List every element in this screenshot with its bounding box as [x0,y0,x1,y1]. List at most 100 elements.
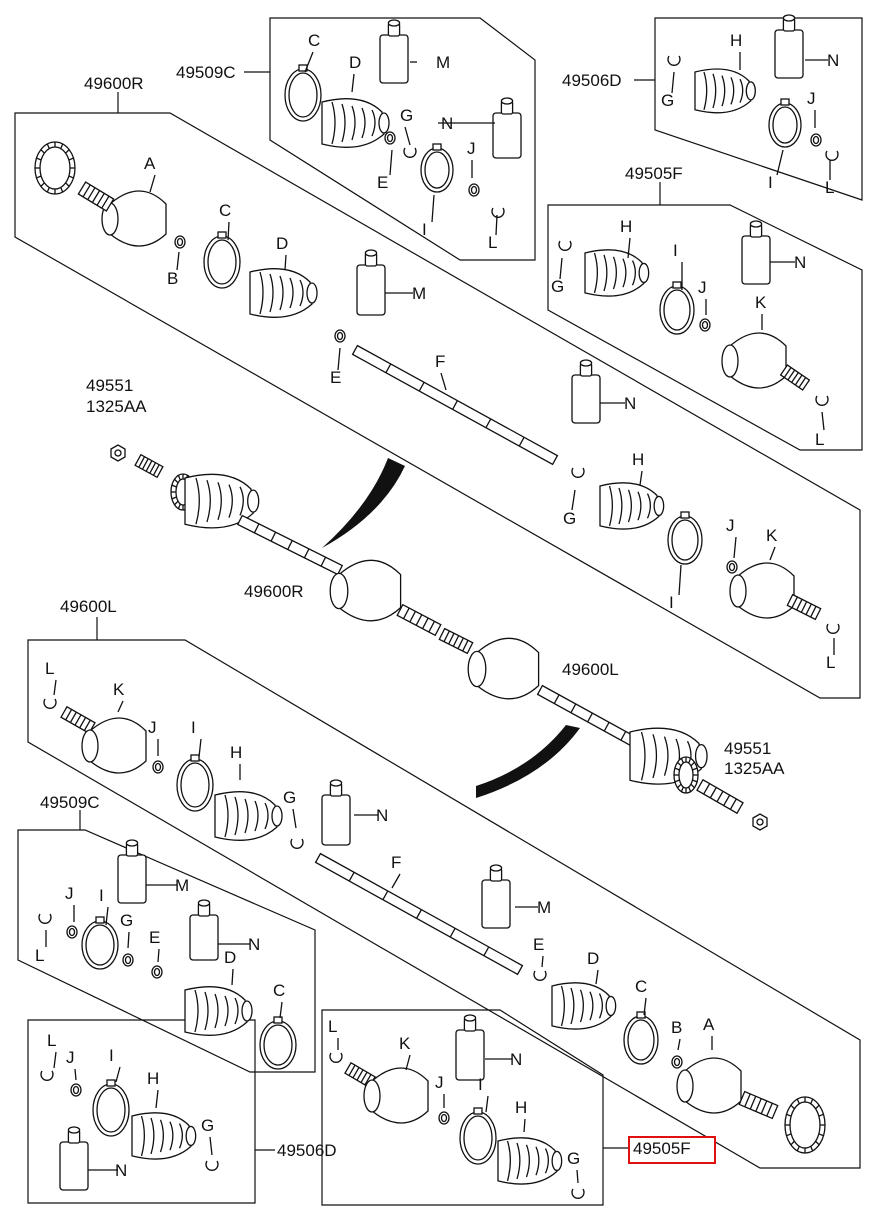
ring-j-top-box-hole [470,185,478,195]
abs-assembly-l-t15 [692,767,698,771]
boot-h-49600l-fold4 [254,800,259,832]
shaft-assembly-l-spline5 [620,731,627,741]
boot-h-49505f-bot-fold2 [516,1142,521,1180]
abs-assembly-l-t13 [688,758,692,764]
stub-assembly-r-spline5 [152,464,160,476]
boot-d-49600r-fold5 [299,279,304,307]
label-49600r-shaft: 49600R [244,582,304,601]
stub-assembly-l-spline5 [462,640,469,652]
shaft-f-49600r-spline2 [418,381,425,392]
clamp-c-top-box-in [288,72,318,118]
stub-assembly-r-spline4 [149,462,157,474]
abs-assembly-r-t6 [174,500,179,506]
boot-d-49600r-fold1 [259,271,264,315]
ring-e-top-box-hole [386,133,394,143]
boot-h-49600l-fold1 [224,794,229,838]
abs-ring-49600r-t1 [68,175,74,179]
boot-h-49600l-fold3 [244,798,249,834]
grease-n-49600l-top [329,779,343,787]
boot-h-49506d-bot-fold4 [169,1121,174,1151]
clip-g-49600l [290,838,304,849]
callout-h: H [620,217,633,236]
stub-k-49600l-spline3 [74,714,82,726]
callout-d: D [587,949,600,968]
shaft-f-49600r-spline1 [385,363,392,374]
abs-ring-49600r-t2 [65,182,70,187]
grease-n-49600r [571,374,601,424]
boot-d-49600l-end [605,995,617,1017]
boot-h-49506d-fold2 [712,73,717,109]
boot-h-49505f-bot-fold4 [535,1146,540,1176]
grease-m-49600r-top [364,249,378,257]
boot-h-49506d-bot [131,1112,192,1160]
clip-l-49505f [815,395,829,406]
leader-line [405,1054,411,1071]
abs-assembly-r-t10 [174,478,179,484]
callout-m: M [175,876,190,895]
abs-assembly-r-t11 [177,475,181,481]
stub-k-49600l-spline4 [79,717,87,729]
clamp-i-49509c-bot-tab [95,916,105,924]
leader-line [671,71,675,94]
stub-assembly-l2-spline2 [709,787,717,799]
clip-l-49509c-bot [38,913,52,924]
leader-line [559,257,563,280]
abs-ring-49600r-t5 [46,187,50,193]
callout-j: J [807,89,816,108]
callout-j: J [148,718,157,737]
clamp-i-49505f-tab [672,281,682,289]
callout-g: G [563,509,577,528]
boot-d-49600r-fold4 [289,277,294,309]
shaft-f-49600l-spline4 [449,927,456,938]
stub-assembly-r-spline1 [138,456,146,468]
stub-a-49600r-spline5 [101,195,110,209]
ring-b-49600l-hole [673,1057,681,1067]
leader-line [127,931,130,949]
boot-assembly-l-fold1 [640,731,646,781]
leader-line [541,955,544,968]
box-49600l [27,639,861,1169]
callout-m: M [412,284,427,303]
clamp-c-49509c-bot [259,1020,297,1070]
boot-d-49600r-end [306,282,318,304]
joint-k-49600r-face [729,574,747,608]
label-49600l-section: 49600L [60,597,117,616]
clip-g-49506d [667,55,681,66]
boot-h-49505f-fold5 [631,260,636,286]
boot-h-49505f-fold2 [603,254,608,292]
callout-c: C [635,977,648,996]
shaft-f-49600l-spline3 [416,909,422,919]
callout-n: N [441,114,454,133]
joint-assembly-l-face [467,650,487,688]
stub-k-49600l-spline1 [65,709,73,721]
leader-line [440,372,447,391]
callout-j: J [435,1073,444,1092]
abs-ring-49600r-t3 [60,187,64,193]
boot-d-top-box-fold5 [371,109,376,137]
stub-k-49600r-spline4 [805,603,812,615]
boot-d-49600l-fold5 [598,993,603,1019]
clip-g-49506d-bot [205,1160,219,1171]
callout-a: A [144,154,156,173]
clamp-i-49506d [768,102,802,148]
clamp-i-49600l-in [180,762,210,808]
abs-ring-49600l-t9 [786,1113,792,1117]
stub-assembly-l-spline1 [443,630,450,642]
callout-h: H [147,1069,160,1088]
leader-line [639,470,643,486]
callout-i: I [768,173,773,192]
boot-h-49600r-fold4 [637,491,642,521]
box-49506d-top [654,17,863,201]
callout-e: E [330,368,342,387]
leader-line [115,1066,121,1083]
boot-h-49506d-bot-fold5 [178,1123,183,1149]
joint-assembly-l [476,637,540,700]
callout-l: L [815,430,825,449]
boot-assembly-r [184,473,254,529]
abs-ring-49600l-t6 [790,1140,795,1146]
clamp-i-49600r [667,515,703,565]
boot-h-49505f-fold1 [593,252,598,294]
abs-ring-49600l-t2 [815,1140,820,1146]
stub-a-49600r-spline2 [87,187,96,200]
callout-i: I [422,220,427,239]
